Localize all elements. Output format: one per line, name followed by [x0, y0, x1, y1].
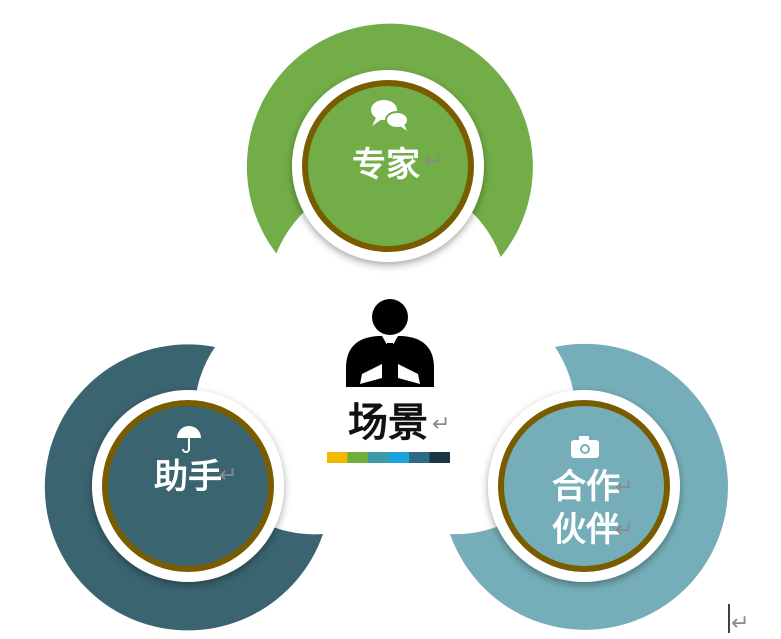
partner-label-line2: 伙伴: [552, 510, 620, 550]
umbrella-icon: [177, 426, 201, 453]
assistant-label: 助手: [154, 457, 222, 497]
assistant-node: 助手 ↵: [44, 344, 324, 631]
paragraph-mark: ↵: [219, 463, 237, 488]
center-node: 场景 ↵: [327, 299, 450, 463]
color-bar-segment: [368, 452, 389, 463]
paragraph-mark: ↵: [615, 475, 633, 500]
color-bar-segment: [388, 452, 409, 463]
color-bar: [327, 452, 450, 463]
chat-bubbles-icon: [371, 100, 409, 131]
center-label: 场景: [348, 400, 428, 446]
partner-node: 合作 ↵ 伙伴 ↵: [450, 343, 728, 630]
paragraph-mark: ↵: [731, 611, 749, 636]
paragraph-mark: ↵: [432, 412, 450, 437]
partner-label-line1: 合作: [552, 467, 620, 507]
color-bar-segment: [429, 452, 450, 463]
expert-label: 专家: [352, 145, 420, 185]
paragraph-mark: ↵: [424, 149, 442, 174]
color-bar-segment: [409, 452, 430, 463]
expert-node: 专家 ↵: [246, 23, 533, 262]
assistant-inner-circle: [102, 400, 274, 572]
expert-inner-circle: [302, 80, 474, 252]
partner-inner-circle: [498, 400, 670, 572]
color-bar-segment: [347, 452, 368, 463]
camera-icon: [571, 436, 599, 458]
paragraph-mark: ↵: [615, 518, 633, 543]
color-bar-segment: [327, 452, 348, 463]
businessman-icon: [346, 299, 434, 387]
